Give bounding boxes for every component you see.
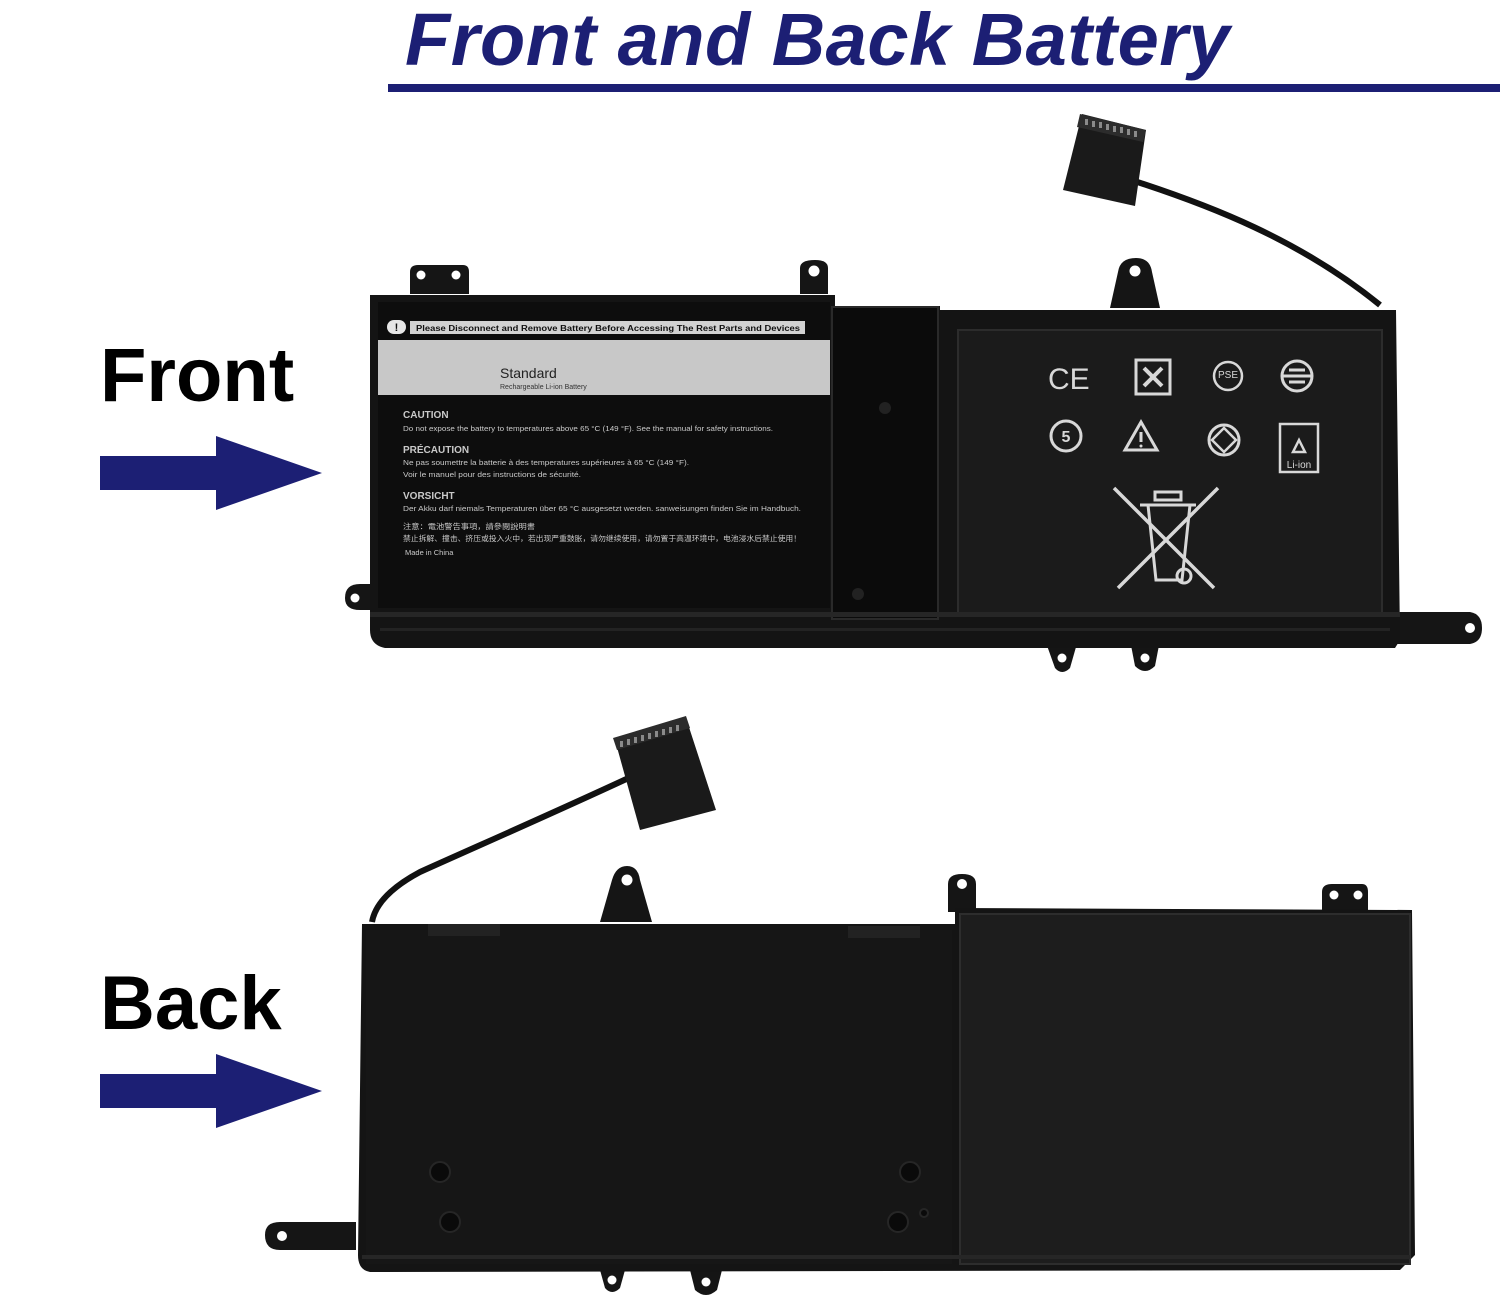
- front-standard-sticker: [378, 340, 830, 395]
- svg-text:Li-ion: Li-ion: [1287, 460, 1311, 471]
- kc-mark-icon: [1134, 358, 1172, 396]
- front-warning-banner-text: Please Disconnect and Remove Battery Bef…: [416, 324, 801, 333]
- weee-bin-icon: [1112, 486, 1220, 590]
- front-center-recess: [831, 306, 939, 620]
- back-screw-holes: [429, 1161, 929, 1233]
- ce-mark-icon: CE: [1048, 363, 1090, 396]
- precaution-text-2: Voir le manuel pour des instructions de …: [403, 470, 581, 479]
- back-label: Back: [100, 961, 282, 1046]
- title-underline: [388, 84, 1500, 92]
- battery-front: ! Please Disconnect and Remove Battery B…: [345, 114, 1482, 672]
- standard-title: Standard: [500, 365, 557, 381]
- back-right-plate: [959, 913, 1411, 1265]
- standard-subtitle: Rechargeable Li-ion Battery: [500, 384, 587, 391]
- made-in-china: Made in China: [405, 548, 454, 557]
- back-mount-holes: [277, 874, 1363, 1287]
- precaution-text-1: Ne pas soumettre la batterie à des tempe…: [403, 458, 689, 467]
- li-ion-recycle-icon: Li-ion: [1278, 422, 1320, 474]
- vorsicht-text: Der Akku darf niemals Temperaturen über …: [403, 504, 801, 513]
- page-title: Front and Back Battery: [405, 0, 1231, 81]
- battery-back: [265, 716, 1415, 1295]
- recycle-5-icon: 5: [1049, 419, 1083, 453]
- svg-text:!: !: [395, 322, 399, 334]
- front-cable-connector: [1063, 114, 1382, 308]
- front-arrow-icon: [100, 436, 322, 510]
- caution-text: Do not expose the battery to temperature…: [403, 424, 773, 433]
- caution-heading: CAUTION: [403, 410, 449, 421]
- eac-mark-icon: [1280, 359, 1314, 393]
- vorsicht-heading: VORSICHT: [403, 491, 455, 502]
- back-cable-connector: [369, 716, 716, 923]
- front-label: Front: [100, 333, 295, 418]
- svg-text:PSE: PSE: [1218, 370, 1238, 381]
- ul-mark-icon: [1207, 423, 1241, 457]
- warning-triangle-icon: [1122, 418, 1160, 452]
- svg-text:5: 5: [1062, 429, 1071, 446]
- front-mount-holes: [350, 265, 1475, 663]
- pse-mark-icon: PSE: [1212, 360, 1244, 392]
- front-warning-banner: [410, 321, 805, 334]
- back-left-plate: [366, 930, 952, 1264]
- chinese-text-1: 注意：電池警告事項，請參閱說明書: [403, 521, 536, 531]
- chinese-text-2: 禁止拆解、撞击、挤压或投入火中，若出现严重鼓胀，请勿继续使用，请勿置于高温环境中…: [403, 533, 801, 543]
- back-arrow-icon: [100, 1054, 322, 1128]
- precaution-heading: PRÉCAUTION: [403, 443, 469, 456]
